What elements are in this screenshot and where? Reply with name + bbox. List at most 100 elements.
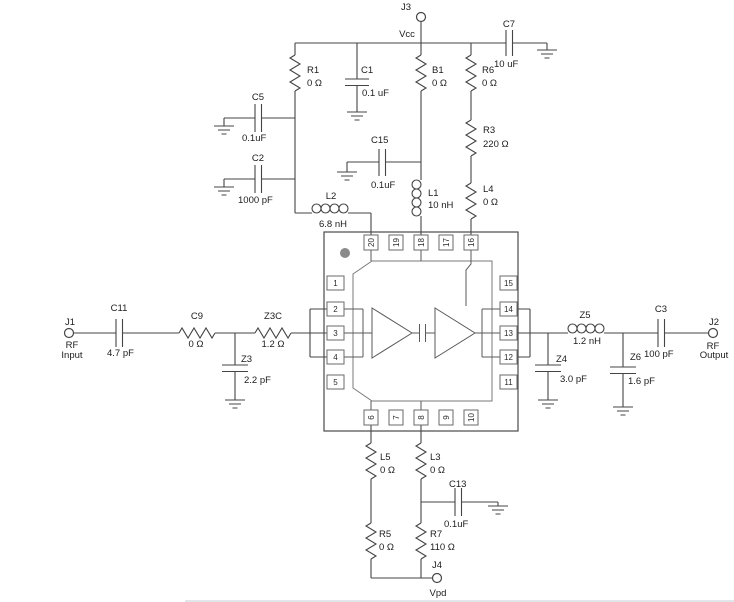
component-z3: Z3 2.2 pF xyxy=(222,354,271,386)
net-label-vcc: Vcc xyxy=(399,29,415,40)
component-z5: Z5 1.2 nH xyxy=(567,310,605,347)
value-label: 2.2 pF xyxy=(244,375,271,386)
component-l4: L4 0 Ω xyxy=(464,182,498,220)
ref-label: C9 xyxy=(191,311,203,322)
connector-j3: J3 Vcc xyxy=(399,2,427,40)
component-z6: Z6 1.6 pF xyxy=(610,352,655,387)
value-label: 0.1uF xyxy=(242,133,266,144)
value-label: 100 pF xyxy=(644,349,674,360)
port-label: Input xyxy=(61,350,82,361)
capacitor-icon xyxy=(454,488,463,516)
pin-number: 12 xyxy=(504,353,513,362)
component-c11: C11 4.7 pF xyxy=(107,303,134,359)
ref-label: C3 xyxy=(655,304,667,315)
resistor-icon xyxy=(364,522,378,560)
resistor-icon xyxy=(464,119,478,157)
value-label: 0 Ω xyxy=(379,542,394,553)
ref-label: R5 xyxy=(379,529,391,540)
ref-label: L5 xyxy=(380,452,391,463)
component-c15: C15 0.1uF xyxy=(371,135,395,191)
value-label: 0.1 uF xyxy=(362,88,389,99)
resistor-icon xyxy=(414,522,428,560)
connector-ref: J1 xyxy=(65,317,75,328)
ref-label: L4 xyxy=(483,184,494,195)
pin-number: 3 xyxy=(333,329,338,338)
value-label: 220 Ω xyxy=(483,139,509,150)
resistor-icon xyxy=(464,54,478,92)
ground-icon xyxy=(213,186,235,196)
pin-number: 16 xyxy=(467,238,476,247)
amp-stage2-icon xyxy=(434,307,476,359)
connector-pad-icon xyxy=(415,11,427,23)
ref-label: Z4 xyxy=(556,354,567,365)
ic-package-outline xyxy=(323,231,519,432)
value-label: 0.1uF xyxy=(444,519,468,530)
pin-number: 2 xyxy=(333,305,338,314)
component-c9: C9 0 Ω xyxy=(178,311,216,350)
resistor-icon xyxy=(254,326,292,340)
ref-label: L2 xyxy=(326,191,337,202)
wires xyxy=(73,21,709,579)
component-r6: R6 0 Ω xyxy=(464,54,497,92)
ref-label: C11 xyxy=(111,303,128,314)
inductor-icon xyxy=(567,323,605,334)
ic-pins-left: 1 2 3 4 5 xyxy=(326,275,345,390)
pin-number: 20 xyxy=(367,238,376,247)
component-b1: B1 0 Ω xyxy=(414,54,447,92)
component-c13: C13 0.1uF xyxy=(444,479,468,530)
capacitor-icon xyxy=(610,366,636,375)
value-label: 1.6 pF xyxy=(628,376,655,387)
ic-die-outline xyxy=(352,260,493,402)
component-r3: R3 220 Ω xyxy=(464,119,509,157)
component-l5: L5 0 Ω xyxy=(364,442,395,480)
value-label: 10 nH xyxy=(428,200,453,211)
ref-label: C2 xyxy=(252,153,264,164)
connector-ref: J4 xyxy=(432,560,442,571)
component-z3c: Z3C 1.2 Ω xyxy=(254,311,292,350)
pin-number: 4 xyxy=(333,353,338,362)
connector-ref: J2 xyxy=(709,317,719,328)
resistor-icon xyxy=(414,54,428,92)
pin1-dot-icon xyxy=(340,248,350,258)
resistor-icon xyxy=(288,54,302,92)
ground-icon xyxy=(346,111,368,121)
connector-pad-icon xyxy=(431,572,443,584)
capacitor-icon xyxy=(378,149,387,176)
component-r1: R1 0 Ω xyxy=(288,54,322,92)
component-c7: C7 10 uF xyxy=(494,19,518,70)
ref-label: B1 xyxy=(432,65,444,76)
capacitor-icon xyxy=(657,319,666,347)
ref-label: L3 xyxy=(430,452,441,463)
ref-label: C5 xyxy=(252,92,264,103)
component-z4: Z4 3.0 pF xyxy=(535,354,587,385)
pin-number: 19 xyxy=(392,238,401,247)
ic-pins-top: 20 19 18 17 16 xyxy=(363,234,479,251)
pin-number: 11 xyxy=(504,378,513,387)
value-label: 0 Ω xyxy=(483,197,498,208)
ref-label: Z6 xyxy=(630,352,641,363)
pin-number: 14 xyxy=(504,305,513,314)
value-label: 0 Ω xyxy=(430,465,445,476)
net-label-vpd: Vpd xyxy=(430,588,447,599)
ground-icon xyxy=(487,505,509,515)
value-label: 110 Ω xyxy=(430,542,455,553)
component-l1: L1 10 nH xyxy=(411,179,453,217)
capacitor-icon xyxy=(254,165,263,193)
pin-number: 13 xyxy=(504,329,513,338)
port-label: Output xyxy=(700,350,729,361)
ground-icon xyxy=(336,171,358,181)
pin-number: 9 xyxy=(442,415,451,420)
ref-label: C7 xyxy=(503,19,515,30)
component-l2: L2 6.8 nH xyxy=(311,191,349,230)
pin-number: 18 xyxy=(417,238,426,247)
component-c5: C5 0.1uF xyxy=(242,92,266,144)
connector-j1: J1 RF Input xyxy=(61,317,82,361)
pin-number: 6 xyxy=(367,415,376,420)
ground-icon xyxy=(536,49,558,59)
component-c1: C1 0.1 uF xyxy=(345,65,389,99)
inductor-icon xyxy=(311,203,349,214)
connector-ref: J3 xyxy=(401,2,411,13)
capacitor-icon xyxy=(345,78,369,87)
port-label: RF xyxy=(707,341,720,352)
